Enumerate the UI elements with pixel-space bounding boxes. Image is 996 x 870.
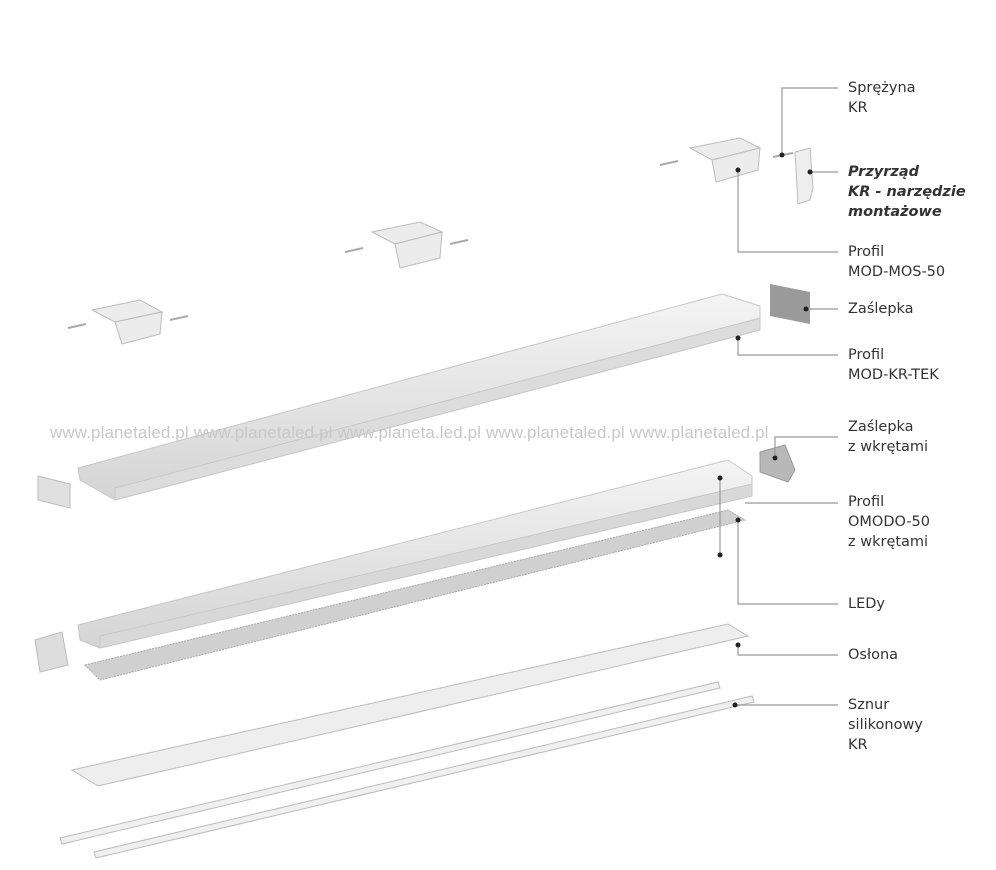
label-line: KR (848, 737, 868, 753)
mounting-tool (794, 147, 814, 205)
leader-dots (717, 152, 813, 708)
label-profile-mos: Profil MOD-MOS-50 (848, 242, 945, 282)
watermark-text: www.planeta.led.pl (337, 423, 482, 442)
label-line: Przyrząd (848, 164, 919, 180)
label-line: Zaślepka (848, 301, 914, 317)
label-end-cap: Zaślepka (848, 299, 914, 319)
label-line: Profil (848, 494, 885, 510)
label-line: Profil (848, 244, 885, 260)
watermark-text: www.planetaled.pl (50, 423, 189, 442)
label-line: LEDy (848, 596, 885, 612)
label-line: z wkrętami (848, 534, 929, 550)
profile-mod-kr-tek (77, 293, 761, 501)
watermark-text: www.planetaled.pl (486, 423, 625, 442)
cover (70, 623, 750, 787)
label-line: Sznur (848, 697, 890, 713)
watermark-text: www.planetaled.pl (193, 423, 333, 442)
watermark-text: www.planetaled.pl (629, 423, 769, 442)
leader-lines (719, 87, 838, 706)
label-line: montażowe (848, 204, 942, 220)
label-line: Profil (848, 347, 885, 363)
label-silicone-cord: Sznur silikonowy KR (848, 695, 923, 755)
label-line: KR - narzędzie (848, 184, 966, 200)
label-line: MOD-KR-TEK (848, 367, 939, 383)
profile-omodo-50 (77, 459, 753, 649)
label-profile-kr-tek: Profil MOD-KR-TEK (848, 345, 939, 385)
label-line: OMODO-50 (848, 514, 931, 530)
label-line: silikonowy (848, 717, 923, 733)
label-line: KR (848, 100, 868, 116)
label-leds: LEDy (848, 594, 885, 614)
label-spring: Sprężyna KR (848, 78, 916, 118)
label-line: MOD-MOS-50 (848, 264, 946, 280)
label-cover: Osłona (848, 645, 898, 665)
label-end-cap-screws: Zaślepka z wkrętami (848, 417, 928, 457)
label-profile-omodo: Profil OMODO-50 z wkrętami (848, 492, 930, 552)
label-line: Sprężyna (848, 80, 916, 96)
label-line: Osłona (848, 647, 899, 663)
end-cap (37, 284, 810, 509)
label-line: z wkrętami (848, 439, 929, 455)
end-cap-with-screws (34, 444, 796, 673)
leds-strip (84, 509, 747, 681)
silicone-cord (59, 681, 755, 859)
mounting-bracket (90, 137, 762, 345)
label-tool: Przyrząd KR - narzędzie montażowe (848, 162, 966, 222)
label-line: Zaślepka (848, 419, 914, 435)
